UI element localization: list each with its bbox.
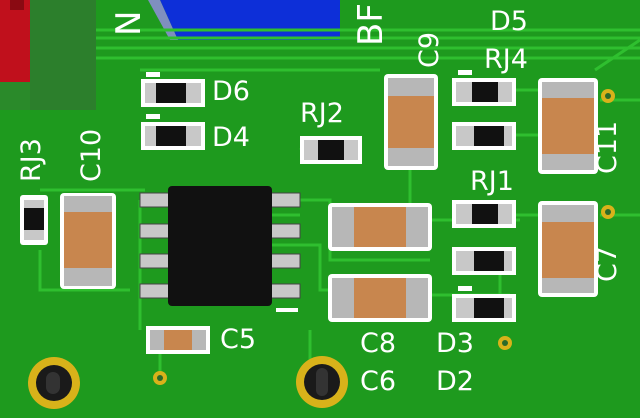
silk-partial-right: BF [351,3,391,46]
mounting-hole-center [296,356,348,408]
silk-RJ2: RJ2 [300,98,344,129]
resistor-icon [300,136,362,164]
vias [153,89,615,385]
silk-D3: D3 [436,328,474,359]
copper-traces [38,28,640,375]
silk-C11: C11 [592,120,623,174]
silk-C7: C7 [592,245,623,282]
diode-icon [452,247,516,275]
silk-RJ4: RJ4 [484,44,528,75]
silk-D2: D2 [436,366,474,397]
capacitor-icon [146,326,210,354]
silk-D4: D4 [212,122,250,153]
capacitor-icon [538,78,598,174]
mounting-hole-left [28,357,80,409]
diode-icon [141,114,205,150]
red-component [0,0,96,110]
diode-icon [452,122,516,150]
silk-C5: C5 [220,324,257,355]
ic-icon [139,186,301,312]
capacitor-icon [328,203,432,251]
capacitor-icon [328,274,432,322]
silk-D5: D5 [490,6,528,37]
resistor-icon [452,200,516,228]
diode-icon [452,286,516,322]
silk-C8: C8 [360,328,397,359]
blue-component [148,0,340,40]
capacitor-icon [538,201,598,297]
capacitor-icon [384,74,438,170]
silk-C10: C10 [76,128,107,182]
capacitor-icon [60,193,116,289]
silk-RJ1: RJ1 [470,166,514,197]
diode-icon [141,72,205,107]
silk-partial-left: N [109,10,149,36]
resistor-icon [20,195,48,245]
silk-RJ3: RJ3 [16,138,47,182]
silk-C6: C6 [360,366,397,397]
resistor-icon [452,70,516,106]
silk-D6: D6 [212,76,250,107]
silk-C9: C9 [414,31,445,68]
